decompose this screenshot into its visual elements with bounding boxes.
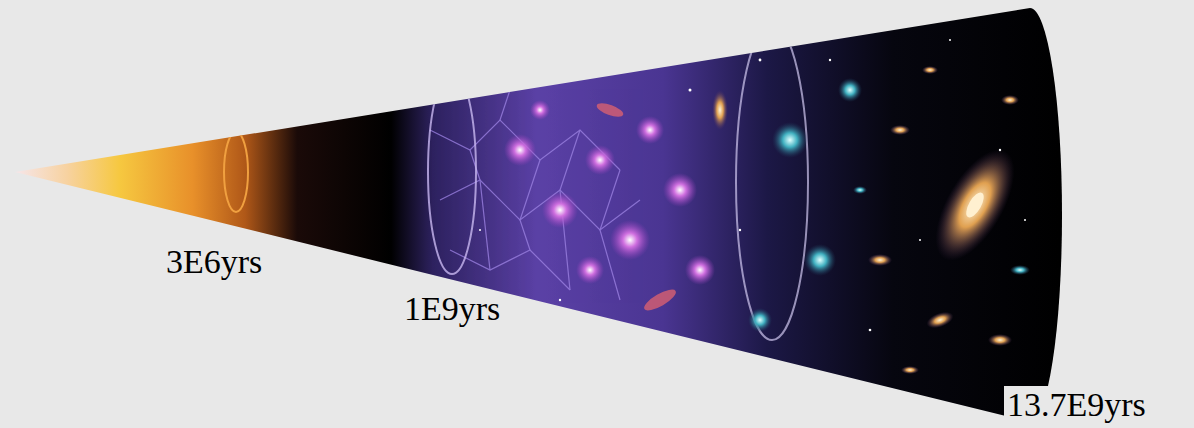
epoch-label: 1E9yrs	[404, 290, 500, 327]
epoch-label: 3E6yrs	[166, 243, 262, 280]
epoch-label: 13.7E9yrs	[1004, 386, 1149, 423]
